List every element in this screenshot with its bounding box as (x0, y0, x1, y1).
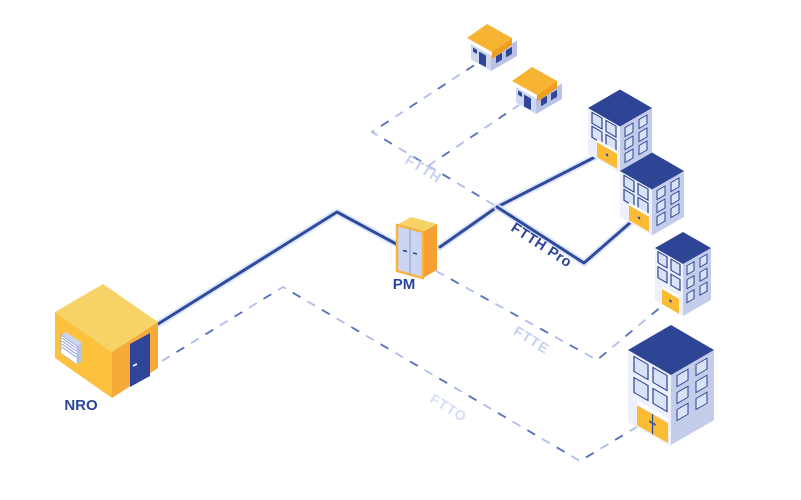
apartment-1-lintel (597, 139, 617, 154)
dashed-link-ftth (370, 63, 495, 206)
nro-roof (55, 284, 158, 352)
nro-left-wall (55, 312, 112, 398)
office-lintel (637, 400, 668, 423)
nro-building (55, 284, 158, 398)
house-2 (512, 67, 562, 114)
pm-label: PM (393, 276, 416, 293)
nro-label: NRO (64, 397, 98, 414)
dashed-link-ftto (161, 285, 641, 463)
house-1-roof (467, 24, 512, 52)
house-1-window (473, 47, 477, 54)
apartment-building-1 (588, 89, 652, 173)
house-1-roof-edge (492, 38, 512, 59)
house-2-roof-edge (537, 81, 557, 102)
pm-side (423, 224, 437, 278)
house-1-window (496, 52, 502, 64)
ftth-pro-label: FTTH Pro (508, 220, 575, 271)
nro-equipment-cabinet (60, 332, 82, 365)
apartment-2-roof (620, 152, 684, 190)
enterprise-roof (655, 232, 711, 264)
apartment-2-lintel (629, 202, 649, 217)
fiber-link-nro-pm (154, 208, 404, 328)
house-1-window (506, 46, 512, 58)
house-1 (467, 24, 517, 71)
enterprise-lintel (662, 286, 679, 299)
house-2-roof (512, 67, 557, 95)
ftth-label: FTTH (403, 151, 445, 186)
apartment-building-2 (620, 152, 684, 236)
office-building (628, 325, 714, 447)
enterprise-building (655, 232, 711, 317)
house-1-door (479, 51, 486, 67)
apartment-1-roof (588, 89, 652, 127)
nro-door (130, 333, 150, 387)
office-roof (628, 325, 714, 375)
pm-handle-right (412, 252, 418, 255)
ftto-label: FTTO (427, 390, 470, 425)
nro-door-handle (132, 363, 138, 367)
house-2-window (551, 89, 557, 101)
house-2-window (518, 90, 522, 97)
pm-top (397, 217, 437, 232)
pm-cabinet (395, 217, 437, 280)
house-2-door (524, 94, 531, 110)
dashed-link-ftth-branch (427, 104, 520, 167)
house-2-window (541, 95, 547, 107)
pm-handle-left (402, 249, 408, 253)
ftte-label: FTTE (511, 323, 553, 357)
dashed-link-ftte (435, 270, 663, 362)
fiber-link-ftth-pro (493, 203, 635, 267)
